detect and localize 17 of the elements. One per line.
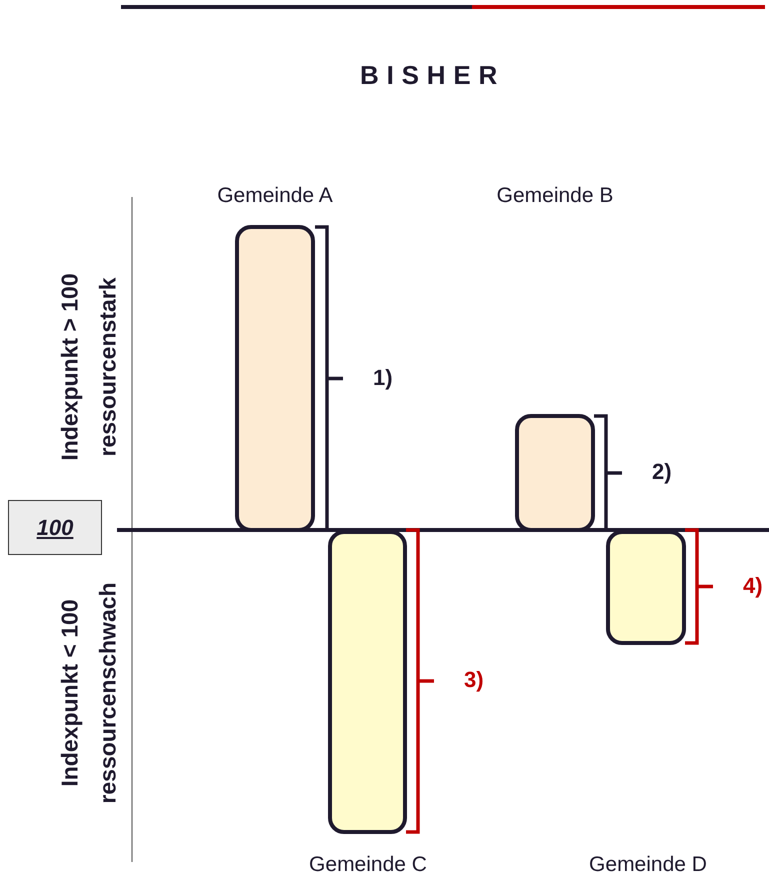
callout-number: 3) [464, 667, 484, 693]
axis-label: Indexpunkt > 100 [56, 273, 84, 461]
municipality-label: Gemeinde B [496, 184, 614, 208]
municipality-label: Gemeinde D [589, 853, 707, 877]
value-box [8, 500, 102, 555]
callout-number: 2) [652, 459, 672, 485]
municipality-label: Gemeinde C [309, 853, 427, 877]
municipality-label: Gemeinde A [217, 184, 333, 208]
axis-label: ressourcenstark [94, 278, 122, 456]
bar [328, 530, 407, 834]
title: BISHER [360, 60, 506, 91]
axis-label: Indexpunkt < 100 [56, 599, 84, 787]
reference-value: 100 [36, 514, 74, 540]
bar [606, 530, 686, 645]
callout-number: 1) [373, 364, 393, 390]
callout-number: 4) [743, 572, 763, 598]
axis-label: ressourcenschwach [94, 582, 122, 804]
